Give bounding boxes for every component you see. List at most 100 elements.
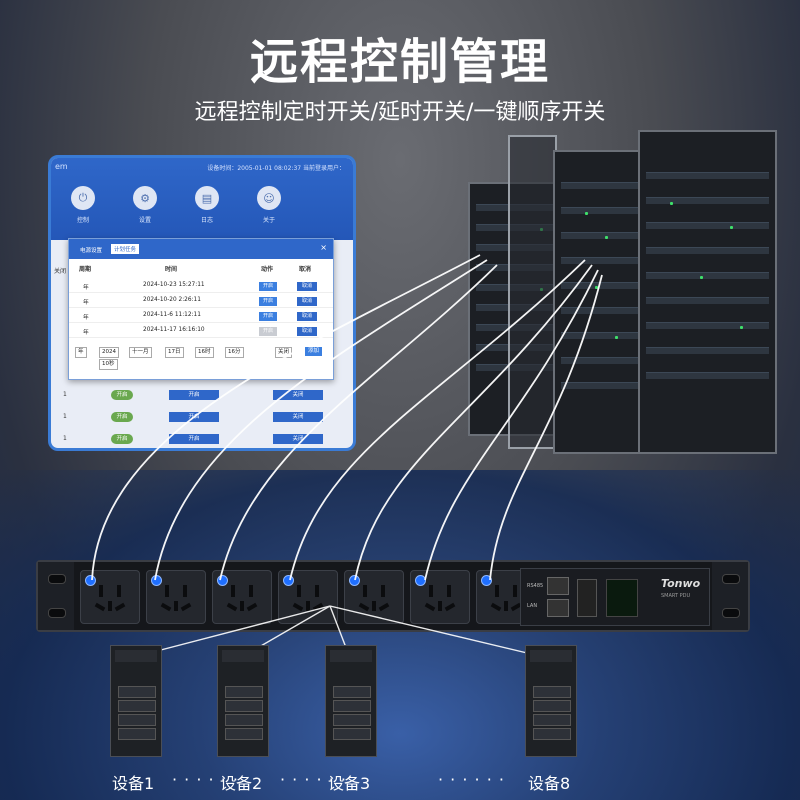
power-socket [410, 570, 470, 624]
device-label: 设备8 [528, 774, 571, 793]
app-logo: em [55, 162, 68, 171]
col-period: 周期 [79, 266, 92, 273]
row-number: 1 [63, 391, 67, 398]
device-label: 设备1 [112, 774, 155, 793]
status-badge: 开启 [111, 412, 133, 422]
action-button[interactable]: 开启 [259, 282, 277, 291]
row-period: 年 [83, 300, 89, 306]
sensor-port[interactable] [577, 579, 597, 617]
on-button[interactable]: 开启 [169, 390, 219, 400]
status-badge: 开启 [111, 390, 133, 400]
on-button[interactable]: 开启 [169, 434, 219, 444]
row-period: 年 [83, 330, 89, 336]
list-item: 1 开启 开启 关闭 [59, 432, 349, 446]
row-time: 2024-11-6 11:12:11 [143, 312, 201, 318]
port-indicator-icon [85, 575, 96, 586]
status-badge: 开启 [111, 434, 133, 444]
add-button[interactable]: 添加 [305, 347, 323, 356]
port-label: RS485 [527, 583, 544, 589]
table-row: 年 2024-10-20 2:26:11 开启 取消 [69, 294, 333, 308]
cancel-button[interactable]: 取消 [297, 327, 317, 336]
hour-select[interactable]: 16时 [195, 347, 214, 358]
col-time: 时间 [165, 266, 178, 273]
nav-control[interactable]: ⏻ 控制 [69, 186, 97, 224]
on-button[interactable]: 开启 [169, 412, 219, 422]
nav-log[interactable]: ▤ 日志 [193, 186, 221, 224]
power-socket [80, 570, 140, 624]
power-socket [278, 570, 338, 624]
pdu-control-panel: RS485 LAN Tonwo SMART PDU [520, 568, 710, 626]
col-cancel: 取消 [299, 266, 312, 273]
nav-settings[interactable]: ⚙ 设置 [131, 186, 159, 224]
side-label: 关闭 [54, 268, 67, 275]
server-rack-right [638, 130, 777, 454]
device-label: 设备2 [220, 774, 263, 793]
nav-label: 设置 [138, 217, 151, 224]
cancel-button[interactable]: 取消 [297, 282, 317, 291]
power-socket [344, 570, 404, 624]
row-number: 1 [63, 435, 67, 442]
port-indicator-icon [217, 575, 228, 586]
off-button[interactable]: 关闭 [273, 412, 323, 422]
device-tower [217, 645, 269, 757]
server-rack-door [508, 135, 557, 449]
port-indicator-icon [349, 575, 360, 586]
list-item: 1 开启 开启 关闭 [59, 410, 349, 424]
row-period: 年 [83, 315, 89, 321]
device-label: 设备3 [328, 774, 371, 793]
row-time: 2024-10-20 2:26:11 [143, 297, 201, 303]
power-socket [146, 570, 206, 624]
off-button[interactable]: 关闭 [273, 390, 323, 400]
power-socket [212, 570, 272, 624]
tab-power-settings[interactable]: 电源设置 [80, 248, 103, 254]
app-nav: ⏻ 控制 ⚙ 设置 ▤ 日志 ☺ 关于 [69, 186, 283, 224]
table-row: 年 2024-11-17 16:16:10 开启 取消 [69, 324, 333, 338]
year-select[interactable]: 2024 [99, 347, 119, 358]
col-action: 动作 [261, 266, 274, 273]
rj45-port[interactable] [547, 577, 569, 595]
off-button[interactable]: 关闭 [273, 434, 323, 444]
row-time: 2024-10-23 15:27:11 [143, 282, 205, 288]
pdu-unit: RS485 LAN Tonwo SMART PDU [36, 560, 750, 632]
device-tower [110, 645, 162, 757]
row-time: 2024-11-17 16:16:10 [143, 327, 205, 333]
cancel-button[interactable]: 取消 [297, 297, 317, 306]
dots-separator: · · · · · · [280, 770, 347, 789]
device-tower [525, 645, 577, 757]
chart-icon: ▤ [195, 186, 219, 210]
nav-label: 关于 [262, 217, 275, 224]
page-title: 远程控制管理 [249, 34, 550, 90]
port-label: LAN [527, 603, 538, 609]
brand-subtitle: SMART PDU [661, 593, 691, 599]
action-button[interactable]: 开启 [259, 327, 277, 336]
page-subtitle: 远程控制定时开关/延时开关/一键顺序开关 [194, 100, 606, 125]
close-icon[interactable]: × [320, 243, 327, 252]
action-button[interactable]: 开启 [259, 297, 277, 306]
row-number: 1 [63, 413, 67, 420]
action-select[interactable]: 关闭 [275, 347, 293, 358]
second-select[interactable]: 10秒 [99, 359, 118, 370]
day-select[interactable]: 17日 [165, 347, 184, 358]
nav-about[interactable]: ☺ 关于 [255, 186, 283, 224]
port-indicator-icon [415, 575, 426, 586]
period-select[interactable]: 年 [75, 347, 87, 358]
nav-label: 日志 [200, 217, 213, 224]
dots-separator: · · · · · · [172, 770, 239, 789]
dialog-header: 电源设置 计划任务 × [69, 239, 333, 259]
tab-schedule[interactable]: 计划任务 [111, 244, 140, 254]
schedule-dialog: 电源设置 计划任务 × 周期 时间 动作 取消 年 2024-10-23 15:… [68, 238, 334, 380]
action-button[interactable]: 开启 [259, 312, 277, 321]
device-info: 设备时间：2005-01-01 08:02:37 当前登录用户： [207, 165, 345, 172]
list-item: 1 开启 开启 关闭 [59, 388, 349, 402]
dots-separator: · · · · · · [438, 770, 505, 789]
rj45-port[interactable] [547, 599, 569, 617]
table-row: 年 2024-10-23 15:27:11 开启 取消 [69, 279, 333, 293]
row-period: 年 [83, 285, 89, 291]
minute-select[interactable]: 16分 [225, 347, 244, 358]
nav-label: 控制 [76, 217, 89, 224]
cancel-button[interactable]: 取消 [297, 312, 317, 321]
month-select[interactable]: 十一月 [129, 347, 152, 358]
pdu-ear-right [712, 562, 748, 630]
port-indicator-icon [283, 575, 294, 586]
user-icon: ☺ [257, 186, 281, 210]
